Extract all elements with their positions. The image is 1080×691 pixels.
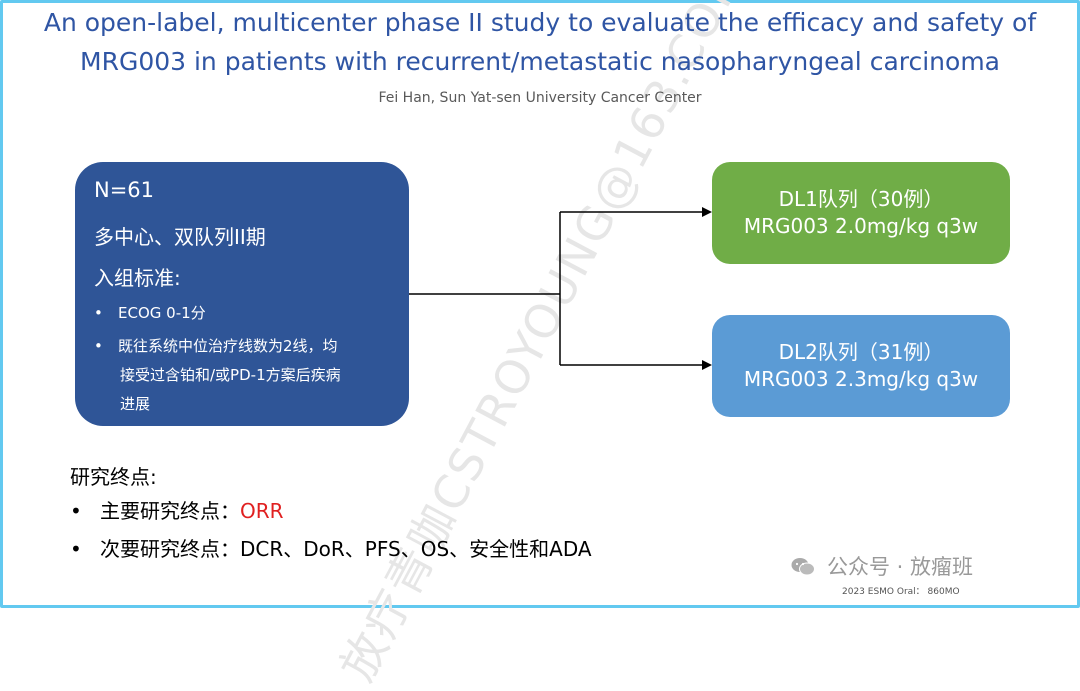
criteria-item-ecog-text: ECOG 0-1分 [118, 304, 206, 322]
connector-lines [409, 207, 712, 370]
secondary-endpoint-text: 次要研究终点：DCR、DoR、PFS、OS、安全性和ADA [100, 537, 592, 561]
endpoints-section: 研究终点: • 主要研究终点：ORR • 次要研究终点：DCR、DoR、PFS、OS… [70, 461, 592, 561]
conference-footnote: 2023 ESMO Oral： 860MO [842, 587, 960, 597]
study-design: 多中心、双队列II期 [94, 225, 266, 249]
slide-frame [0, 0, 1080, 608]
bullet-icon: • [94, 304, 103, 322]
primary-endpoint-value: ORR [240, 499, 284, 523]
wechat-icon [791, 557, 815, 577]
secondary-endpoint: • 次要研究终点：DCR、DoR、PFS、OS、安全性和ADA [70, 533, 592, 562]
sample-size: N=61 [94, 178, 155, 202]
bullet-icon: • [70, 537, 82, 561]
bullet-icon: • [70, 499, 82, 523]
inclusion-criteria-title: 入组标准: [94, 266, 181, 290]
criteria-item-prior-therapy: • 既往系统中位治疗线数为2线，均 接受过含铂和/或PD-1方案后疾病 进展 [94, 332, 394, 419]
cohort-dl1-dose: MRG003 2.0mg/kg q3w [743, 214, 979, 238]
cohort-dl1-box: DL1队列（30例） MRG003 2.0mg/kg q3w [712, 162, 1010, 264]
slide-title-line2: MRG003 in patients with recurrent/metast… [80, 47, 1000, 76]
primary-endpoint-label: 主要研究终点： [100, 499, 240, 523]
endpoints-title: 研究终点: [70, 465, 157, 489]
cohort-dl2-box: DL2队列（31例） MRG003 2.3mg/kg q3w [712, 315, 1010, 417]
author-affiliation: Fei Han, Sun Yat-sen University Cancer C… [378, 90, 702, 106]
cohort-dl2-dose: MRG003 2.3mg/kg q3w [743, 367, 979, 391]
criteria-item-ecog: • ECOG 0-1分 [94, 302, 206, 323]
arrowhead-arm2 [702, 360, 712, 370]
cohort-dl1-label: DL1队列（30例） [778, 187, 944, 211]
cohort-dl2-label: DL2队列（31例） [778, 340, 944, 364]
population-box: N=61 多中心、双队列II期 入组标准: • ECOG 0-1分 • 既往系统中位… [75, 162, 409, 426]
criteria-item-line2: 接受过含铂和/或PD-1方案后疾病 [120, 366, 341, 384]
primary-endpoint: • 主要研究终点：ORR [70, 495, 284, 524]
slide-title-line1: An open-label, multicenter phase II stud… [43, 8, 1037, 37]
brand-text: 公众号 · 放瘤班 [827, 555, 974, 579]
bullet-icon: • [94, 337, 103, 355]
criteria-item-line3: 进展 [120, 395, 151, 413]
brand-watermark: 公众号 · 放瘤班 [791, 551, 973, 581]
arrowhead-arm1 [702, 207, 712, 217]
criteria-item-line1: 既往系统中位治疗线数为2线，均 [118, 337, 338, 355]
